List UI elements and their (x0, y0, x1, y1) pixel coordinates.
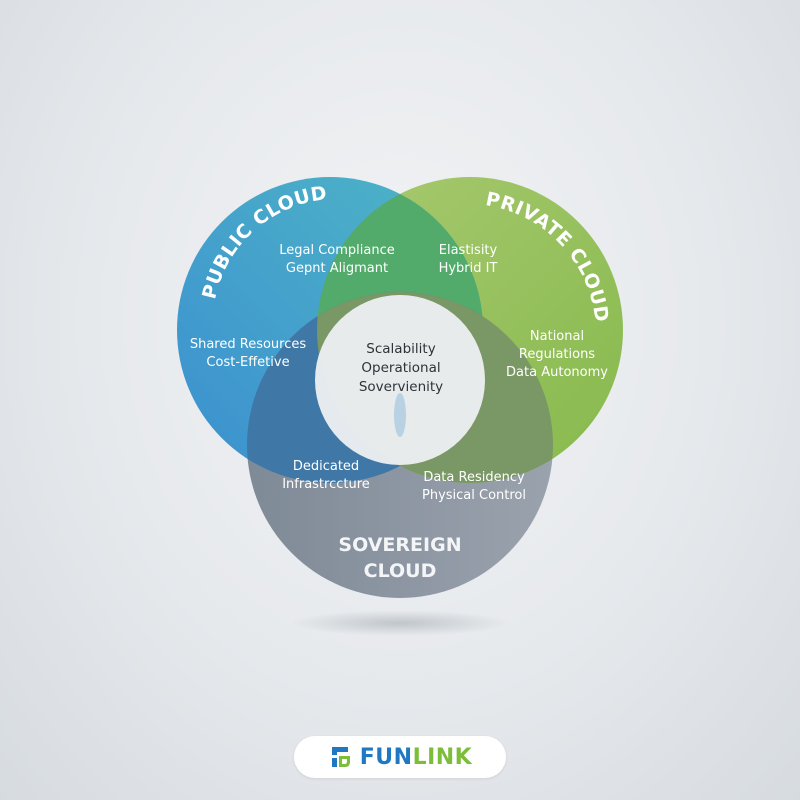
label-line: Operational (361, 360, 441, 376)
title-line: CLOUD (363, 560, 437, 582)
label-line: Regulations (518, 347, 596, 362)
label-line: Data Autonomy (506, 365, 608, 380)
label-line: Shared Resources (189, 337, 307, 352)
label-line: Cost-Effetive (206, 355, 290, 370)
label-line: Sovervienity (358, 379, 444, 395)
label-line: Infrastrccture (282, 477, 370, 492)
label-line: Scalability (366, 341, 436, 357)
private-cloud-items: National Regulations Data Autonomy (506, 328, 608, 382)
label-line: National (529, 329, 585, 344)
private-sovereign-label: Data Residency Physical Control (422, 469, 526, 505)
public-sovereign-label: Dedicated Infrastrccture (282, 458, 370, 494)
label-line: Gepnt Aligmant (285, 261, 389, 276)
sovereign-cloud-title: SOVEREIGN CLOUD (338, 532, 461, 584)
label-line: Hybrid IT (438, 261, 498, 276)
logo-text-link: LINK (412, 744, 473, 770)
logo-text-fun: FUN (359, 744, 413, 770)
label-line: Legal Compliance (279, 243, 395, 258)
funlink-logo-text: FUNLINK (360, 745, 472, 770)
title-line: SOVEREIGN (338, 534, 462, 556)
funlink-logo: FUNLINK (294, 736, 506, 778)
label-line: Data Residency (423, 470, 525, 485)
label-line: Dedicated (292, 459, 360, 474)
label-line: Elastisity (438, 243, 498, 258)
public-private-left-label: Legal Compliance Gepnt Aligmant (279, 242, 395, 278)
public-private-right-label: Elastisity Hybrid IT (439, 242, 498, 278)
center-circle (315, 295, 485, 465)
center-label: Scalability Operational Sovervienity (359, 340, 443, 397)
funlink-logo-icon (331, 747, 350, 767)
center-accent (394, 393, 406, 437)
label-line: Physical Control (421, 488, 527, 503)
public-cloud-items: Shared Resources Cost-Effetive (190, 336, 306, 372)
diagram-shadow (290, 610, 510, 636)
